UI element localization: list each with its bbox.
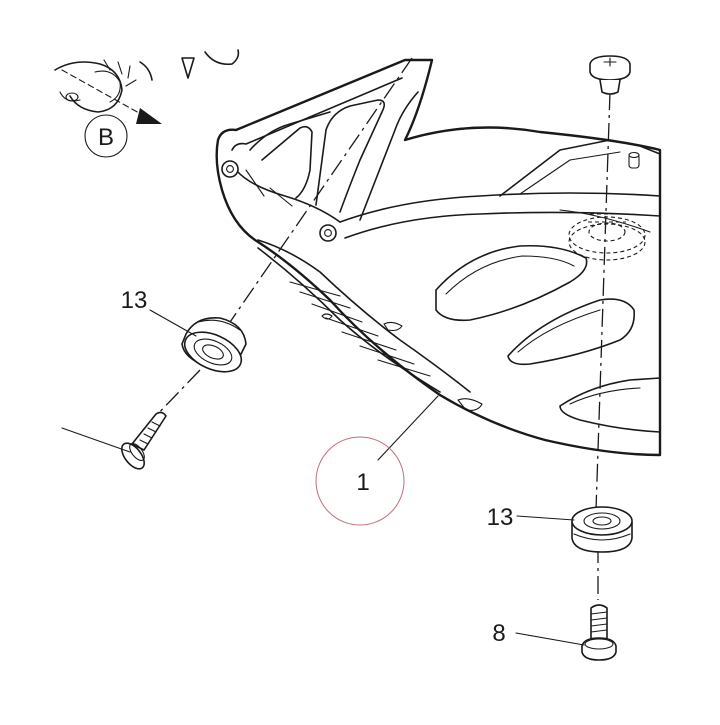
screw-right — [581, 604, 617, 661]
fairing-part — [215, 58, 662, 457]
leader-1 — [377, 395, 439, 461]
leader-screw-left — [61, 427, 131, 453]
view-b-label: B — [98, 124, 114, 151]
view-arrow — [61, 69, 162, 124]
highlight-circle — [315, 436, 405, 526]
callout-13-left: 13 — [121, 287, 148, 314]
callout-13-right: 13 — [487, 504, 514, 531]
callout-8: 8 — [492, 620, 505, 647]
top-screw — [589, 55, 631, 95]
callout-1: 1 — [356, 469, 369, 496]
centerline-left-upper — [227, 57, 413, 326]
leader-13-left — [149, 309, 197, 337]
screw-left — [121, 411, 167, 470]
washer-left — [181, 317, 247, 373]
leader-13-right — [516, 515, 575, 521]
hidden-bushing — [568, 213, 646, 261]
engine-fragment — [54, 49, 240, 113]
centerline-right — [595, 91, 611, 511]
view-b-circle — [84, 114, 128, 158]
washer-right — [571, 506, 633, 553]
leader-8 — [515, 632, 585, 646]
centerline-left-lower — [151, 369, 201, 421]
